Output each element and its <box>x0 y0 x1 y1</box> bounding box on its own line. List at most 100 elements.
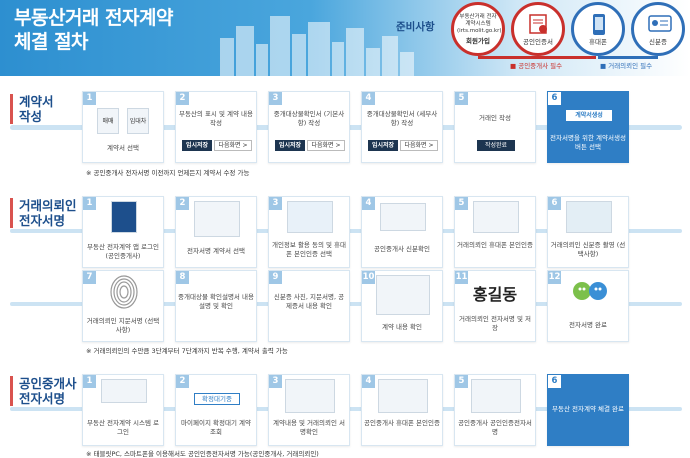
client-step-10[interactable]: 10 계약 내용 확인 <box>361 270 443 342</box>
client-step-1[interactable]: 1 부동산 전자계약 앱 로그인(공인중개사) <box>82 196 164 268</box>
cert-signature-thumbnail <box>471 379 521 413</box>
section-agent-line1: 공인중개사 <box>19 376 77 391</box>
login-thumbnail <box>101 379 147 403</box>
step-text: 부동산 전자계약 체결 완료 <box>552 405 624 413</box>
next-screen-button[interactable]: 다음화면 > <box>307 140 345 151</box>
contract-list-thumbnail <box>194 201 240 237</box>
step-text: 계약내용 및 거래의뢰인 서명확인 <box>273 419 345 436</box>
temp-save-button[interactable]: 임시저장 <box>368 140 398 151</box>
step-text: 거래인 작성 <box>479 114 511 122</box>
client-step-11[interactable]: 11 홍길동 거래의뢰인 전자서명 및 저장 <box>454 270 536 342</box>
next-screen-button[interactable]: 다음화면 > <box>214 140 252 151</box>
next-screen-button[interactable]: 다음화면 > <box>400 140 438 151</box>
agent-step-4[interactable]: 4 공인중개사 휴대폰 본인인증 <box>361 374 443 446</box>
step-number: 4 <box>362 375 375 388</box>
temp-save-button[interactable]: 임시저장 <box>275 140 305 151</box>
contract-step-6[interactable]: 6 계약서생성 전자서명을 위한 계약서생성 버튼 선택 <box>547 91 629 163</box>
step-text: 거래의뢰인 신분증 촬영 (선택사항) <box>550 241 626 258</box>
agent-step-1[interactable]: 1 부동산 전자계약 시스템 로그인 <box>82 374 164 446</box>
contract-step-2[interactable]: 2 부동산의 표시 및 계약 내용 작성 임시저장 다음화면 > <box>175 91 257 163</box>
step-number: 5 <box>455 375 468 388</box>
step-number: 11 <box>455 271 468 284</box>
step-number: 1 <box>83 92 96 105</box>
prep-phone-label: 휴대폰 <box>589 38 607 46</box>
agent-step-6[interactable]: 6 부동산 전자계약 체결 완료 <box>547 374 629 446</box>
client-step-2[interactable]: 2 전자서명 계약서 선택 <box>175 196 257 268</box>
write-complete-button[interactable]: 작성완료 <box>477 140 515 151</box>
section-client-line1: 거래의뢰인 <box>19 198 77 213</box>
client-step-9[interactable]: 9 신분증 사진, 지문서명, 공제증서 내용 확인 <box>268 270 350 342</box>
step-number: 6 <box>548 92 561 105</box>
step-number: 9 <box>269 271 282 284</box>
step-number: 6 <box>548 375 561 388</box>
step-number: 3 <box>269 92 282 105</box>
legend-red-line <box>478 56 596 59</box>
step-text: 개인정보 활용 동의 및 휴대폰 본인인증 선택 <box>271 241 347 258</box>
step-number: 10 <box>362 271 375 284</box>
step-text: 거래의뢰인 휴대폰 본인인증 <box>457 241 533 249</box>
prep-id-card-label: 신분증 <box>649 38 667 46</box>
prep-signup: 부동산거래 전자계약시스템 (irts.molit.go.kr) 회원가입 <box>451 2 505 56</box>
step-text: 마이페이지 확정대기 계약 조회 <box>181 419 251 436</box>
step-text: 거래의뢰인 지문서명 (선택사항) <box>86 317 160 334</box>
client-step-7[interactable]: 7 거래의뢰인 지문서명 (선택사항) <box>82 270 164 342</box>
client-step-4[interactable]: 4 공인중개사 신분확인 <box>361 196 443 268</box>
client-step-5[interactable]: 5 거래의뢰인 휴대폰 본인인증 <box>454 196 536 268</box>
step-number: 1 <box>83 197 96 210</box>
step-text: 공인중개사 신분확인 <box>374 245 430 253</box>
step-number: 2 <box>176 375 189 388</box>
section-contract-line2: 작성 <box>19 109 43 124</box>
step-number: 2 <box>176 92 189 105</box>
step-text: 부동산의 표시 및 계약 내용 작성 <box>178 110 254 127</box>
prep-signup-site: 부동산거래 전자계약시스템 (irts.molit.go.kr) <box>457 14 502 34</box>
step-number: 6 <box>548 197 561 210</box>
section-contract-label: 계약서 작성 <box>10 94 54 124</box>
step-number: 2 <box>176 197 189 210</box>
title-line-1: 부동산거래 전자계약 <box>14 7 173 29</box>
step-number: 5 <box>455 197 468 210</box>
consent-thumbnail <box>287 201 333 233</box>
phone-auth-thumbnail <box>473 201 519 233</box>
contract-content-thumbnail <box>376 275 430 315</box>
prep-phone: 휴대폰 <box>571 2 625 56</box>
page-title: 부동산거래 전자계약 체결 절차 <box>14 6 173 54</box>
signature-check-thumbnail <box>285 379 335 413</box>
step-text: 계약서 선택 <box>107 144 139 152</box>
section-client-label: 거래의뢰인 전자서명 <box>10 198 77 228</box>
section-client-line2: 전자서명 <box>19 213 66 228</box>
create-contract-button[interactable]: 계약서생성 <box>566 110 612 121</box>
certificate-icon <box>529 14 547 34</box>
agent-note: ※ 태블릿PC, 스마트폰을 이용해서도 공인인증전자서명 가능(공인중개사, … <box>86 450 319 458</box>
step-number: 3 <box>269 197 282 210</box>
client-note: ※ 거래의뢰인의 수만큼 3단계부터 7단계까지 반복 수행, 계약서 출력 가… <box>86 347 288 355</box>
phone-icon <box>593 14 605 35</box>
step-number: 5 <box>455 92 468 105</box>
contract-step-5[interactable]: 5 거래인 작성 작성완료 <box>454 91 536 163</box>
step-text: 공인중개사 공인인증전자서명 <box>458 419 532 436</box>
doc-sale-icon: 매매 <box>97 108 119 134</box>
section-agent-label: 공인중개사 전자서명 <box>10 376 77 406</box>
temp-save-button[interactable]: 임시저장 <box>182 140 212 151</box>
fingerprint-icon <box>110 275 138 309</box>
city-skyline-icon <box>220 16 414 76</box>
client-step-6[interactable]: 6 거래의뢰인 신분증 촬영 (선택사항) <box>547 196 629 268</box>
client-step-8[interactable]: 8 중개대상물 확인설명서 내용 설명 및 확인 <box>175 270 257 342</box>
agent-step-5[interactable]: 5 공인중개사 공인인증전자서명 <box>454 374 536 446</box>
client-step-3[interactable]: 3 개인정보 활용 동의 및 휴대폰 본인인증 선택 <box>268 196 350 268</box>
contract-step-1[interactable]: 1 매매 임대차 계약서 선택 <box>82 91 164 163</box>
contract-step-4[interactable]: 4 중개대상물확인서 (세부사항) 작성 임시저장 다음화면 > <box>361 91 443 163</box>
step-number: 12 <box>548 271 561 284</box>
client-step-12[interactable]: 12 전자서명 완료 <box>547 270 629 342</box>
contract-step-3[interactable]: 3 중개대상물확인서 (기본사항) 작성 임시저장 다음화면 > <box>268 91 350 163</box>
step-number: 4 <box>362 197 375 210</box>
step-number: 8 <box>176 271 189 284</box>
step-text: 거래의뢰인 전자서명 및 저장 <box>459 315 531 332</box>
step-number: 4 <box>362 92 375 105</box>
title-line-2: 체결 절차 <box>14 31 89 53</box>
agent-step-2[interactable]: 2 확정대기중 마이페이지 확정대기 계약 조회 <box>175 374 257 446</box>
agent-step-3[interactable]: 3 계약내용 및 거래의뢰인 서명확인 <box>268 374 350 446</box>
prep-signup-label: 회원가입 <box>466 37 490 45</box>
step-text: 부동산 전자계약 시스템 로그인 <box>87 419 159 436</box>
prep-id-card: 신분증 <box>631 2 685 56</box>
step-text: 전자서명 완료 <box>569 321 607 329</box>
